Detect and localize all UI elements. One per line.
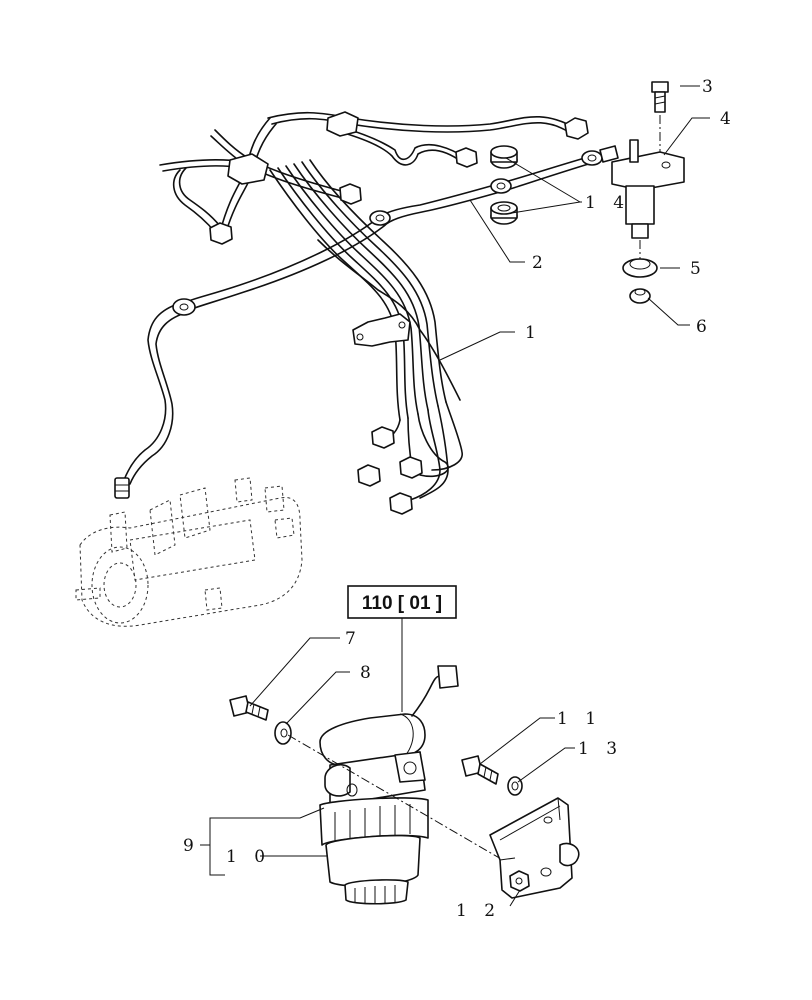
callout-4: 4: [720, 109, 737, 129]
callout-11: 1 1: [557, 709, 602, 729]
reference-box-label: 110 [ 01 ]: [362, 593, 442, 614]
callout-6: 6: [696, 317, 713, 337]
fuel-filter-assembly: [229, 665, 580, 905]
leader-lines: [200, 85, 710, 907]
callout-1: 1: [525, 323, 542, 343]
sealing-washers: [490, 145, 518, 225]
leak-off-pipe: [114, 150, 603, 499]
callout-7: 7: [345, 629, 362, 649]
callout-13: 1 3: [578, 739, 623, 759]
reference-box: 110 [ 01 ]: [347, 585, 457, 619]
callout-2: 2: [532, 253, 549, 273]
callout-5: 5: [690, 259, 707, 279]
injector-assembly: [599, 81, 685, 304]
injection-pump-outline: [75, 477, 303, 627]
callout-10: 1 0: [226, 847, 271, 867]
callout-8: 8: [360, 663, 377, 683]
callout-14: 1 4: [585, 193, 630, 213]
callout-9: 9: [183, 836, 200, 856]
callout-12: 1 2: [456, 901, 501, 921]
injection-pipe-bundle: [159, 111, 589, 515]
callout-3: 3: [702, 77, 719, 97]
callout-labels: 1 2 3 4 5 6 7 8 9 1 0 1 1 1 2 1 3 1 4: [183, 77, 737, 921]
